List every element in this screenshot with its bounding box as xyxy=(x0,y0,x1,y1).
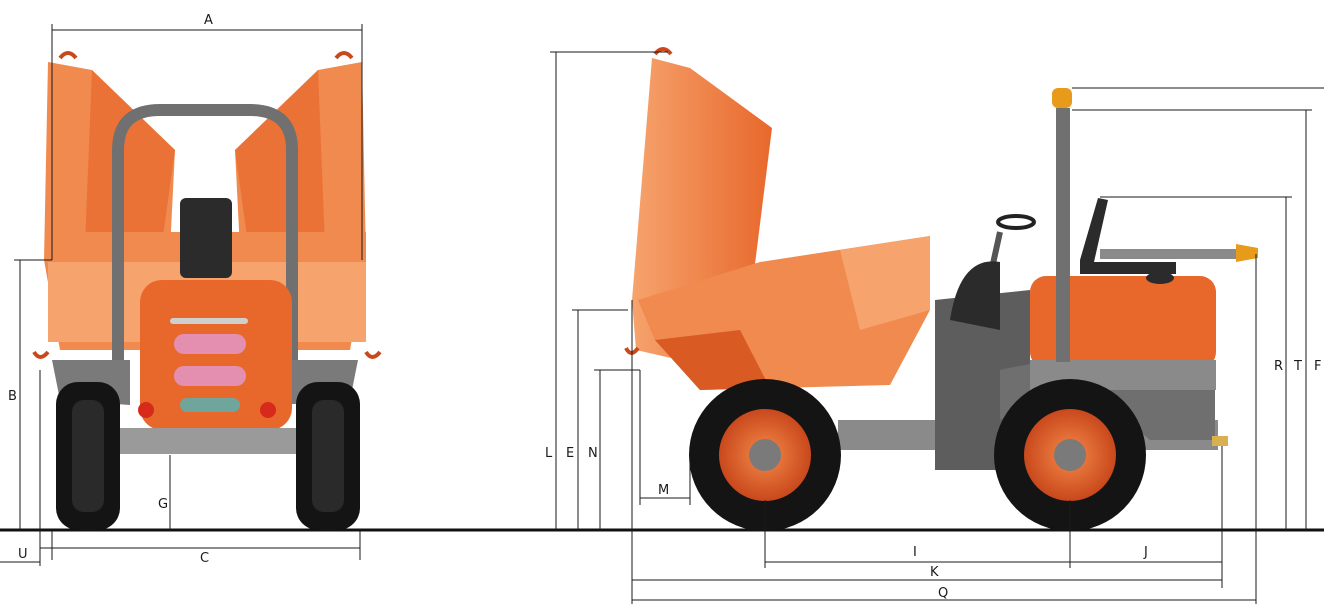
dim-label-A: A xyxy=(204,13,213,28)
dim-label-U: U xyxy=(18,547,28,562)
dim-label-N: N xyxy=(588,446,598,461)
dim-label-T: T xyxy=(1293,359,1302,374)
dim-label-J: J xyxy=(1143,545,1148,560)
dim-label-B: B xyxy=(8,389,17,404)
steering-wheel-icon xyxy=(996,214,1036,230)
side-view-dumper xyxy=(624,47,1258,531)
front-engine-cover xyxy=(140,280,292,430)
front-view-dumper xyxy=(32,51,382,530)
side-roll-bar xyxy=(1056,108,1070,362)
side-engine-hood xyxy=(1030,276,1216,368)
dim-label-E: E xyxy=(566,446,574,461)
dim-label-C: C xyxy=(200,551,209,566)
dim-label-I: I xyxy=(913,545,917,560)
dim-label-M: M xyxy=(658,483,669,498)
side-dimensions: L E N M I J K Q R xyxy=(545,51,1324,604)
dim-label-R: R xyxy=(1274,359,1283,374)
seat-icon xyxy=(180,198,232,278)
front-dimensions: A B C U G xyxy=(0,13,363,566)
warning-beacon-icon xyxy=(1052,88,1072,108)
side-seat-icon xyxy=(1080,198,1176,274)
dim-label-G: G xyxy=(158,497,168,512)
dim-label-F: F xyxy=(1314,359,1321,374)
dim-label-Q: Q xyxy=(938,586,948,601)
dim-label-K: K xyxy=(930,565,939,580)
dim-label-L: L xyxy=(545,446,553,461)
front-roll-bar xyxy=(112,104,298,370)
